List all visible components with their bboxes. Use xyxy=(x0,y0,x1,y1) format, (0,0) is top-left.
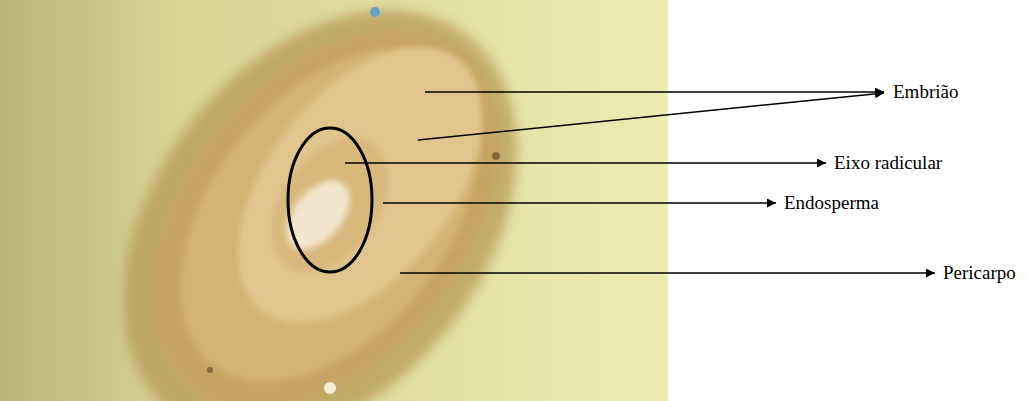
part-label: Pericarpo xyxy=(943,262,1016,285)
part-label: Endosperma xyxy=(784,192,879,215)
part-label: Eixo radicular xyxy=(834,152,942,175)
highlight-ellipse xyxy=(288,128,372,272)
part-label: Embrião xyxy=(893,81,958,104)
leader-lines xyxy=(345,92,935,273)
photo xyxy=(0,0,668,401)
